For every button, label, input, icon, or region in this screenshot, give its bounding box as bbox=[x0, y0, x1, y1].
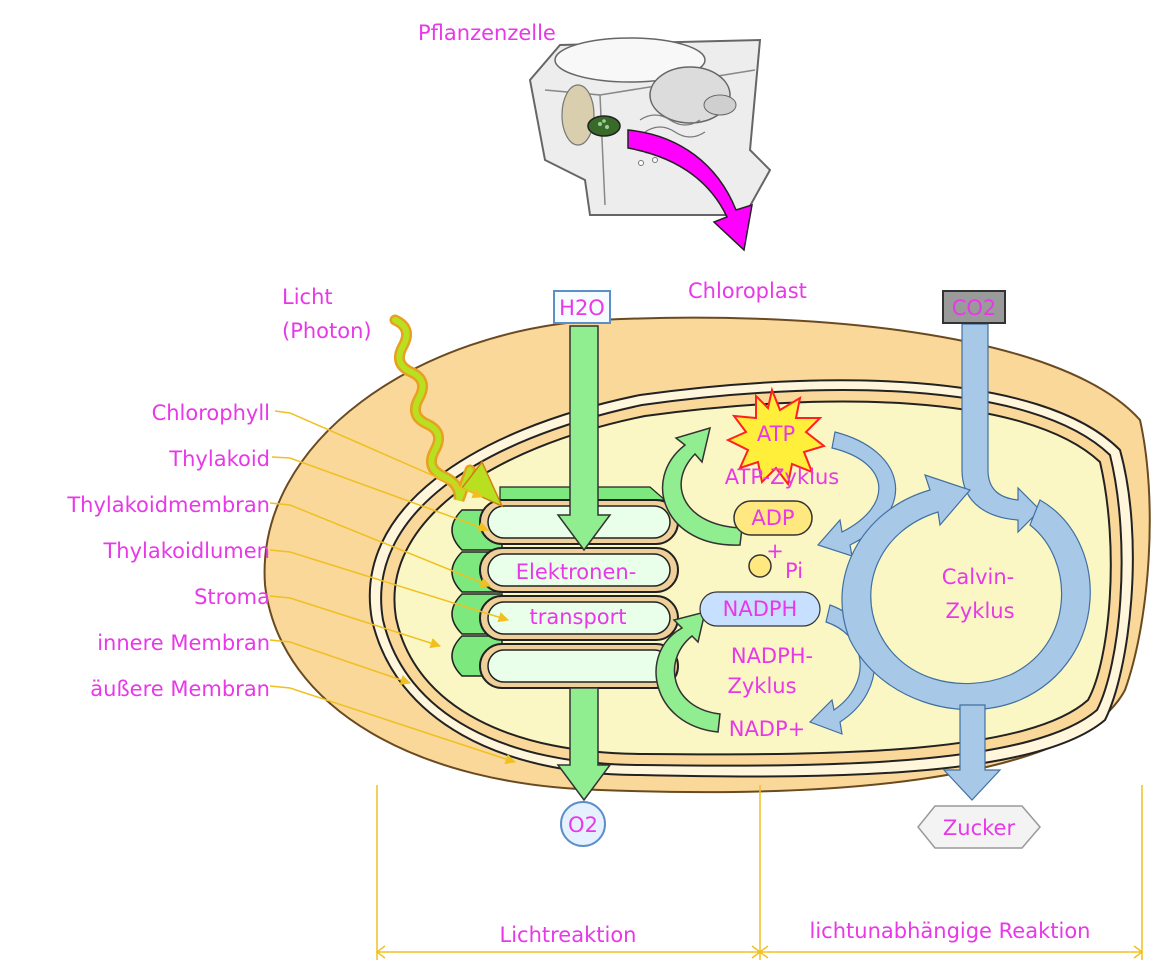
stroma-label: Stroma bbox=[194, 585, 270, 609]
o2-label: O2 bbox=[568, 813, 598, 837]
atp-cycle-label: ATP-Zyklus bbox=[725, 465, 839, 489]
nadph-cycle-label-line2: Zyklus bbox=[727, 674, 796, 698]
nadph-label: NADPH bbox=[723, 597, 798, 621]
plus-label: + bbox=[766, 539, 784, 563]
calvin-cycle-label-line1: Calvin- bbox=[942, 565, 1015, 589]
thylakoid-membrane-label: Thylakoidmembran bbox=[66, 493, 270, 517]
dark-reaction-label: lichtunabhängige Reaktion bbox=[810, 919, 1091, 943]
outer-membrane-label: äußere Membran bbox=[90, 677, 270, 701]
light-label-line2: (Photon) bbox=[282, 319, 372, 343]
pi-label: Pi bbox=[785, 559, 803, 583]
thylakoid-label: Thylakoid bbox=[168, 447, 270, 471]
light-reaction-label: Lichtreaktion bbox=[500, 923, 637, 947]
electron-transport-label-line2: transport bbox=[529, 605, 626, 629]
chlorophyll-label: Chlorophyll bbox=[152, 401, 270, 425]
atp-label: ATP bbox=[757, 422, 795, 446]
calvin-cycle-label-line2: Zyklus bbox=[945, 599, 1014, 623]
plant-cell-illustration bbox=[530, 38, 770, 215]
adp-label: ADP bbox=[751, 506, 794, 530]
electron-transport-label-line1: Elektronen- bbox=[516, 560, 637, 584]
co2-label: CO2 bbox=[952, 296, 997, 320]
light-label-line1: Licht bbox=[282, 285, 333, 309]
sugar-label: Zucker bbox=[943, 816, 1016, 840]
inner-membrane-label: innere Membran bbox=[97, 631, 270, 655]
thylakoid-lumen-label: Thylakoidlumen bbox=[102, 539, 270, 563]
plant-cell-label: Pflanzenzelle bbox=[418, 21, 556, 45]
nadph-cycle-label-line1: NADPH- bbox=[731, 644, 813, 668]
callout-labels: ChlorophyllThylakoidThylakoidmembranThyl… bbox=[66, 401, 270, 701]
nadp-plus-label: NADP+ bbox=[729, 717, 806, 741]
chloroplast-label: Chloroplast bbox=[688, 279, 807, 303]
h2o-label: H2O bbox=[559, 296, 605, 320]
